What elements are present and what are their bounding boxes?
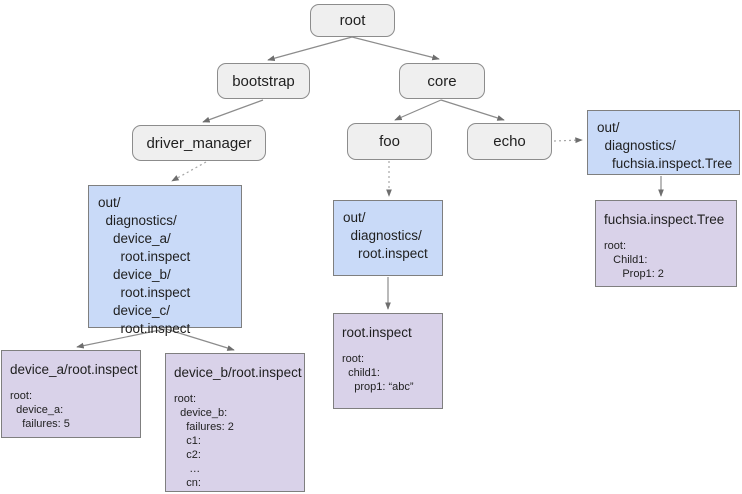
tree-node-echo-label: echo <box>493 133 526 150</box>
tree-node-bootstrap: bootstrap <box>217 63 310 99</box>
tree-node-bootstrap-label: bootstrap <box>232 72 295 90</box>
inspect-box-device-b-title: device_b/root.inspect <box>174 365 302 380</box>
inspect-box-device-a-title: device_a/root.inspect <box>10 362 138 377</box>
tree-node-foo: foo <box>347 123 432 160</box>
tree-node-root-label: root <box>339 12 366 29</box>
inspect-box-foo-body: root: child1: prop1: “abc” <box>342 353 414 393</box>
tree-node-core: core <box>399 63 485 99</box>
tree-node-driver-manager-label: driver_manager <box>146 134 252 152</box>
out-box-foo-text: out/ diagnostics/ root.inspect <box>343 210 428 261</box>
tree-node-driver-manager: driver_manager <box>132 125 266 161</box>
tree-node-echo: echo <box>467 123 552 160</box>
tree-node-core-label: core <box>427 72 457 90</box>
inspect-box-echo-title: fuchsia.inspect.Tree <box>604 212 725 227</box>
out-box-echo: out/ diagnostics/ fuchsia.inspect.Tree <box>587 110 740 175</box>
out-box-foo: out/ diagnostics/ root.inspect <box>333 200 443 276</box>
inspect-box-device-a-body: root: device_a: failures: 5 <box>10 390 70 430</box>
inspect-box-foo-title: root.inspect <box>342 325 412 340</box>
out-box-driver-manager-text: out/ diagnostics/ device_a/ root.inspect… <box>98 195 191 336</box>
out-box-echo-text: out/ diagnostics/ fuchsia.inspect.Tree <box>597 120 733 171</box>
inspect-box-foo: root.inspect root: child1: prop1: “abc” <box>333 313 443 409</box>
inspect-box-echo-body: root: Child1: Prop1: 2 <box>604 240 664 280</box>
inspect-box-device-b: device_b/root.inspect root: device_b: fa… <box>165 353 305 492</box>
inspect-box-echo: fuchsia.inspect.Tree root: Child1: Prop1… <box>595 200 737 287</box>
inspect-box-device-a: device_a/root.inspect root: device_a: fa… <box>1 350 141 438</box>
out-box-driver-manager: out/ diagnostics/ device_a/ root.inspect… <box>88 185 242 336</box>
tree-node-foo-label: foo <box>379 133 400 150</box>
inspect-box-device-b-body: root: device_b: failures: 2 c1: c2: … cn… <box>174 393 234 489</box>
tree-node-root: root <box>310 4 395 37</box>
